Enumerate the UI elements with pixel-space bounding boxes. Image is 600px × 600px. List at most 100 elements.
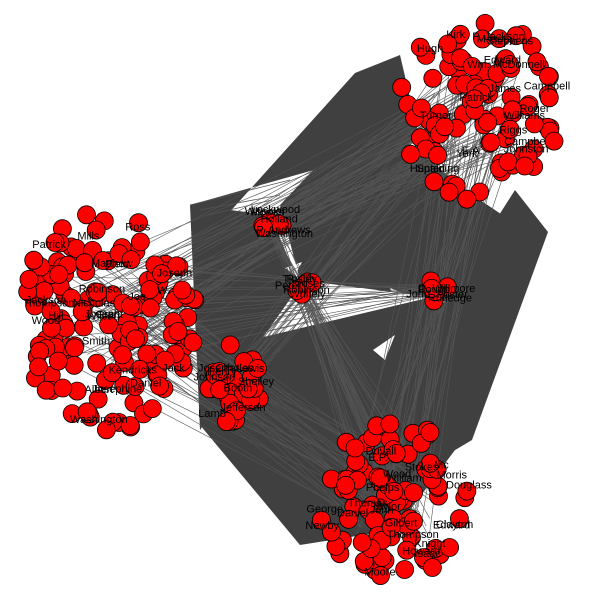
graph-node xyxy=(88,389,108,409)
node-label: Josephine xyxy=(92,383,142,395)
node-label: John xyxy=(406,288,430,300)
node-layer xyxy=(18,13,564,585)
graph-node xyxy=(99,315,118,335)
graph-node xyxy=(370,468,390,488)
graph-node xyxy=(457,189,477,209)
graph-node xyxy=(19,269,39,289)
node-label: Mills xyxy=(77,231,99,243)
node-label: Jack xyxy=(162,362,185,374)
graph-node xyxy=(137,344,157,364)
node-label: Hunter xyxy=(410,163,443,175)
node-label: Joseph xyxy=(198,363,233,375)
node-label: Booth xyxy=(224,382,253,394)
graph-node xyxy=(428,145,448,165)
graph-node xyxy=(49,264,69,284)
node-label: Smith xyxy=(82,335,110,347)
edge-line xyxy=(84,62,493,277)
graph-node xyxy=(42,318,61,338)
graph-node xyxy=(527,52,547,72)
graph-node xyxy=(36,380,56,400)
node-label: Spalding xyxy=(417,163,460,175)
node-label: Clayton xyxy=(436,519,473,531)
edge-line xyxy=(235,124,494,397)
node-label: Lewis xyxy=(237,363,266,375)
node-label: Douglass xyxy=(446,480,492,492)
graph-node xyxy=(397,540,417,560)
edge-line xyxy=(224,138,444,378)
edge-line xyxy=(93,99,488,263)
graph-node xyxy=(130,232,150,252)
node-label: Patrick xyxy=(32,239,66,251)
node-label: Thompson xyxy=(22,297,74,309)
graph-node xyxy=(380,414,400,434)
node-label: York xyxy=(456,148,478,160)
graph-node xyxy=(72,302,92,322)
node-label: Wm. McDonnell xyxy=(467,59,545,71)
node-label: E.A. xyxy=(462,145,483,157)
node-label: P. Jackson xyxy=(472,31,524,43)
node-label: Lamb xyxy=(198,408,226,420)
graph-node xyxy=(438,34,458,54)
graph-node xyxy=(392,77,412,97)
node-label: Ralph xyxy=(287,274,316,286)
edge-line xyxy=(296,285,389,489)
graph-node xyxy=(254,218,274,238)
edge-line xyxy=(189,179,291,206)
node-label: Williams xyxy=(504,110,545,122)
graph-node xyxy=(121,296,140,316)
node-label: Stokes xyxy=(405,461,439,473)
node-label: Duvall xyxy=(366,446,397,458)
graph-node xyxy=(77,205,96,225)
graph-node xyxy=(404,511,423,531)
graph-node xyxy=(113,345,132,365)
graph-node xyxy=(420,453,440,473)
node-label: Thomas xyxy=(348,498,388,510)
node-label: Albert xyxy=(85,384,114,396)
node-label: Hugh xyxy=(417,43,443,55)
graph-node xyxy=(167,256,187,276)
edge-gap-3 xyxy=(290,312,304,328)
graph-node xyxy=(210,380,230,400)
node-label: Turner xyxy=(420,110,452,122)
node-label: Newby xyxy=(305,520,339,532)
node-label: Rough xyxy=(418,284,450,296)
node-label: Kendricks xyxy=(109,364,158,376)
node-label: Joe xyxy=(128,291,146,303)
node-label: Edward xyxy=(484,55,521,67)
node-label: Thompson xyxy=(387,529,439,541)
edge-line xyxy=(268,137,485,222)
node-label: Matthew xyxy=(91,258,133,270)
node-label: Massey xyxy=(477,34,515,46)
graph-node xyxy=(525,114,544,134)
node-label: Joseph xyxy=(85,308,120,320)
node-label: P. Andrews xyxy=(256,225,311,237)
graph-node xyxy=(457,481,477,501)
edge-line xyxy=(207,199,273,216)
edge-bundle-6 xyxy=(230,295,470,520)
node-label: Kirk xyxy=(446,29,465,41)
node-label: Jackson xyxy=(26,295,66,307)
graph-node xyxy=(62,288,81,308)
node-label: Phelps xyxy=(366,482,400,494)
graph-node xyxy=(339,509,359,529)
node-label: Nicholas xyxy=(73,298,116,310)
graph-node xyxy=(45,233,65,252)
graph-node xyxy=(422,278,442,298)
graph-node xyxy=(435,117,455,137)
label-layer: JosephJosephJosephineW.MatthewSmithJacks… xyxy=(22,29,570,578)
edge-line xyxy=(274,141,490,228)
node-label: Hill xyxy=(48,310,63,322)
graph-node xyxy=(420,423,440,442)
graph-node xyxy=(77,402,97,422)
edge-line xyxy=(262,72,469,221)
graph-node xyxy=(140,280,160,300)
edge-line xyxy=(266,143,493,229)
node-label: Taylor xyxy=(371,501,401,513)
node-label: Rutledge xyxy=(428,292,472,304)
graph-node xyxy=(48,351,68,371)
node-label: J. Foster xyxy=(425,289,468,301)
graph-node xyxy=(183,332,203,352)
node-label: Ross xyxy=(125,222,151,234)
edge-line xyxy=(199,194,281,211)
graph-node xyxy=(121,250,141,270)
